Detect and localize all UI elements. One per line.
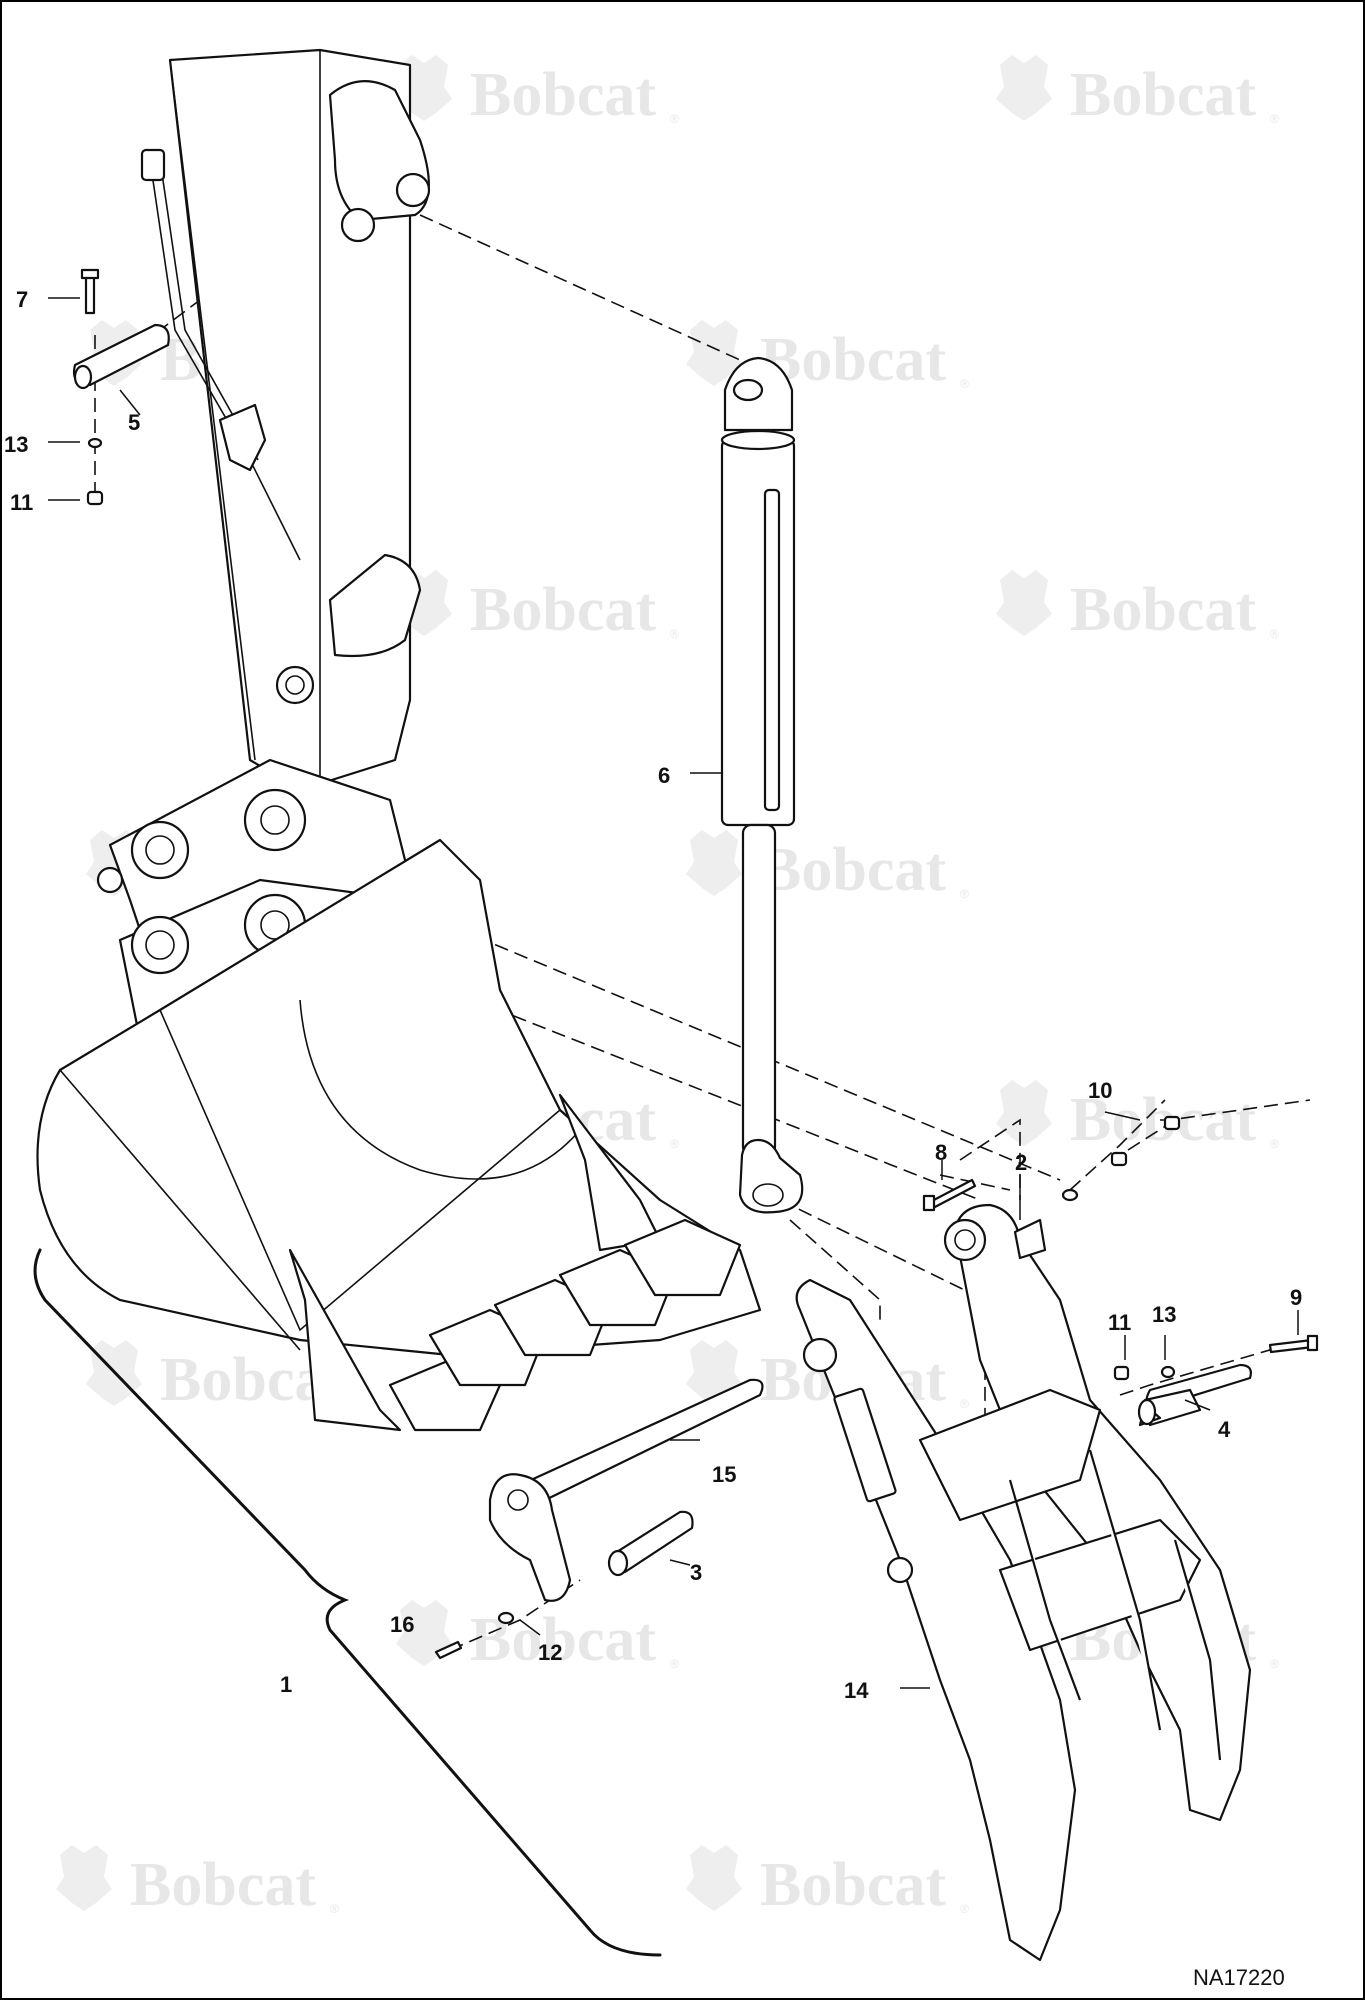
callout-12: 12 [538,1640,562,1665]
callout-4: 4 [1218,1417,1231,1442]
document-id: NA17220 [1193,1965,1285,1990]
callout-11a: 11 [10,490,33,515]
watermark-brand: Bobcat [760,1851,946,1919]
nut-11 [86,490,104,506]
bobcat-head-icon [686,830,742,896]
bolt-16 [434,1640,463,1660]
washer-13 [87,437,103,449]
watermark: Bobcat ® [686,1845,969,1919]
watermark: Bobcat ® [996,55,1279,129]
watermark-mark: ® [960,377,969,391]
callout-7: 7 [16,287,28,312]
watermark-brand: Bobcat [130,1851,316,1919]
bobcat-head-icon [686,1845,742,1911]
bucket-teeth [388,1218,742,1432]
watermark-mark: ® [960,887,969,901]
callout-labels: 1 2 3 4 5 6 7 8 9 10 11 11 12 13 13 14 1… [4,287,1302,1703]
callout-9: 9 [1290,1285,1302,1310]
callout-15: 15 [712,1462,736,1487]
watermark-mark: ® [1270,1657,1279,1671]
callout-1: 1 [280,1672,292,1697]
watermark: Bobcat ® [396,570,679,644]
watermark-brand: Bobcat [470,576,656,644]
watermark-mark: ® [670,627,679,641]
washer-10 [1061,1188,1079,1202]
callout-13b: 13 [1152,1302,1176,1327]
watermark-mark: ® [960,1902,969,1916]
callout-6: 6 [658,763,670,788]
watermark-mark: ® [1270,112,1279,126]
watermark-mark: ® [960,1397,969,1411]
watermark-brand: Bobcat [760,836,946,904]
arm-assembly [140,48,431,792]
leader-lines [48,297,1299,1689]
bobcat-head-icon [996,55,1052,121]
pin-2 [1013,1218,1047,1260]
washer-12 [497,1611,515,1625]
bobcat-head-icon [996,1080,1052,1146]
grapple: Bobcat [795,1203,1252,1962]
watermark-mark: ® [670,1657,679,1671]
washer-13 [1160,1365,1176,1379]
watermark: Bobcat ® [396,55,679,129]
nut-10 [1110,1151,1128,1167]
watermark-brand: Bobcat [1070,576,1256,644]
callout-5: 5 [128,410,140,435]
callout-8: 8 [935,1140,947,1165]
watermark: Bobcat ® [686,830,969,904]
watermark: Bobcat ® [396,1600,679,1674]
watermark-mark: ® [1270,627,1279,641]
callout-14: 14 [844,1678,869,1703]
callout-2: 2 [1015,1150,1027,1175]
watermark: Bobcat ® [686,320,969,394]
nut-11 [1113,1365,1130,1381]
watermark-brand: Bobcat [470,61,656,129]
watermark-brand: Bobcat [1070,61,1256,129]
bolt-8 [928,1178,977,1210]
link-15 [518,1378,764,1507]
watermark-mark: ® [670,1137,679,1151]
bucket-brace [33,1248,662,1957]
watermark: Bobcat ® [56,1845,339,1919]
callout-16: 16 [390,1612,414,1637]
watermark-mark: ® [1270,1137,1279,1151]
callout-3: 3 [690,1560,702,1585]
callout-10: 10 [1088,1078,1112,1103]
watermark: Bobcat ® [996,570,1279,644]
watermark-mark: ® [670,112,679,126]
nut-10 [1163,1115,1181,1131]
watermark-mark: ® [330,1902,339,1916]
watermark-brand: Bobcat [760,326,946,394]
bolt-7 [84,273,96,315]
callout-11b: 11 [1108,1310,1131,1335]
callout-13a: 13 [4,432,28,457]
bobcat-head-icon [996,570,1052,636]
hardware-parts [72,268,1319,1660]
bobcat-head-icon [56,1845,112,1911]
bolt-9 [1268,1338,1315,1354]
grapple-cylinder [720,356,804,1214]
watermark: Bobcat ® [996,1080,1279,1154]
watermark-brand: Bobcat [470,1606,656,1674]
bucket [36,838,762,1432]
